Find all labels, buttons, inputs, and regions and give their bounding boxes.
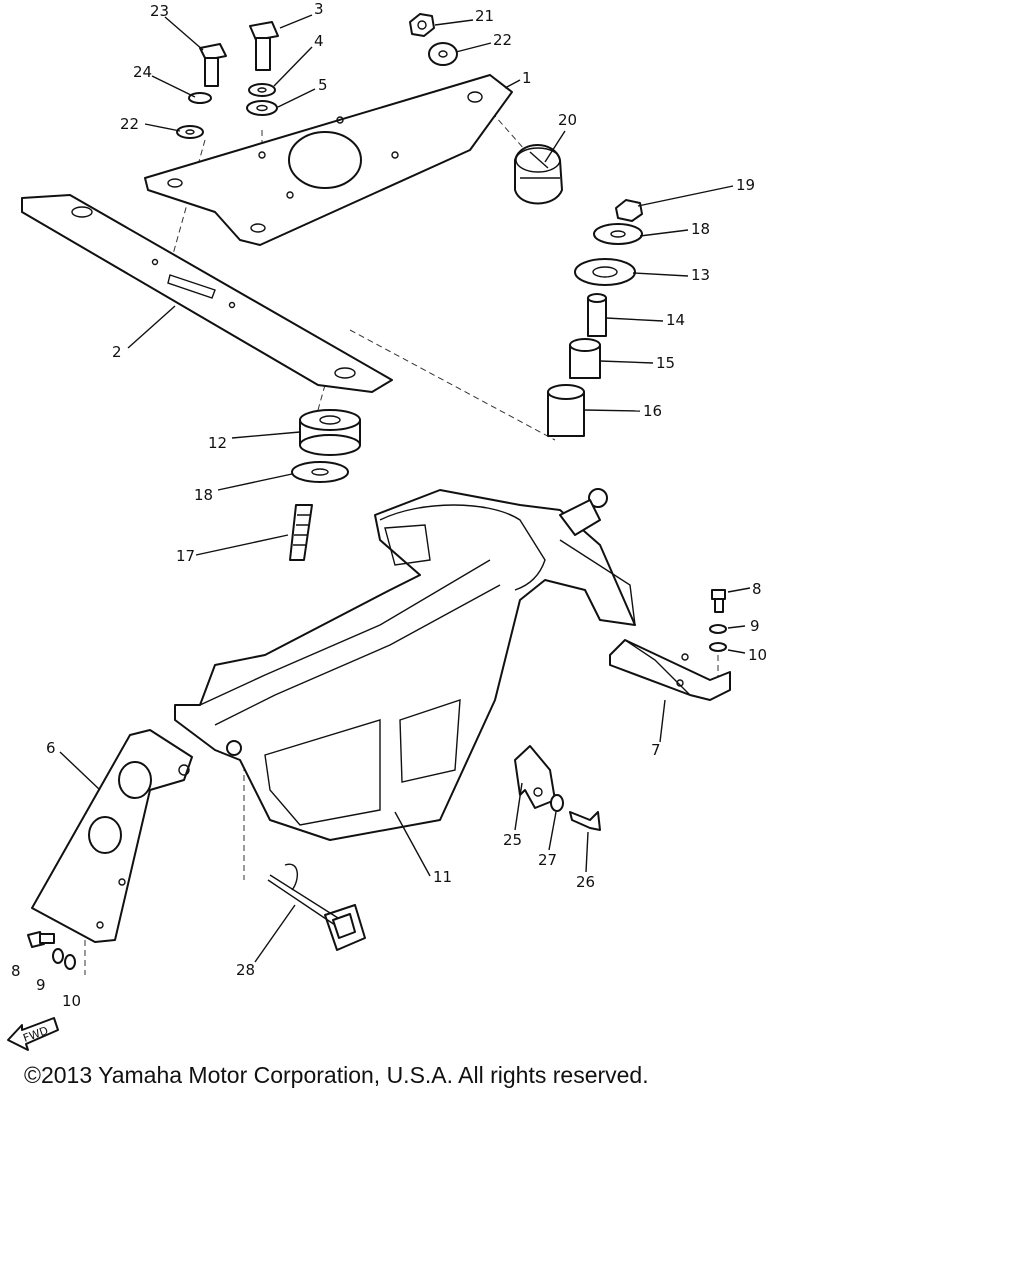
part-3-bolt — [249, 21, 279, 71]
part-14-sleeve — [587, 293, 607, 337]
part-11-seat-base — [174, 488, 636, 841]
label-14: 14 — [666, 311, 685, 329]
leader-lines — [59, 14, 751, 963]
part-18-washer-left — [291, 461, 349, 483]
label-8-left: 8 — [11, 962, 21, 980]
part-5-washer — [246, 100, 278, 116]
part-15-collar — [569, 338, 601, 379]
label-20: 20 — [558, 111, 577, 129]
copyright-notice: ©2013 Yamaha Motor Corporation, U.S.A. A… — [24, 1062, 649, 1088]
part-10-washer-right — [709, 642, 727, 652]
label-9-left: 9 — [36, 976, 46, 994]
part-22-washer-right — [428, 42, 458, 66]
label-10-left: 10 — [62, 992, 81, 1010]
label-17: 17 — [176, 547, 195, 565]
part-18-washer-right — [593, 223, 643, 245]
part-6-bracket — [31, 729, 193, 943]
label-2: 2 — [112, 343, 122, 361]
part-7-bracket — [609, 639, 731, 701]
label-15: 15 — [656, 354, 675, 372]
part-labels: 23 3 4 5 24 22 21 22 1 20 19 18 13 14 15… — [11, 0, 767, 1010]
part-28-latch — [267, 863, 366, 951]
part-21-nut — [409, 13, 435, 37]
part-25-clip — [514, 745, 556, 809]
label-13: 13 — [691, 266, 710, 284]
part-8-bolt-right — [711, 589, 726, 613]
label-9-right: 9 — [750, 617, 760, 635]
part-27-washer — [550, 794, 564, 812]
label-12: 12 — [208, 434, 227, 452]
label-23: 23 — [150, 2, 169, 20]
label-5: 5 — [318, 76, 328, 94]
label-27: 27 — [538, 851, 557, 869]
part-20-mount — [514, 144, 563, 205]
label-7: 7 — [651, 741, 661, 759]
part-22-washer-left — [176, 125, 204, 139]
label-1: 1 — [522, 69, 532, 87]
part-10-washer-left — [64, 954, 76, 970]
label-8-right: 8 — [752, 580, 762, 598]
part-26-bolt — [569, 811, 601, 831]
label-28: 28 — [236, 961, 255, 979]
label-25: 25 — [503, 831, 522, 849]
label-18-left: 18 — [194, 486, 213, 504]
label-22-left: 22 — [120, 115, 139, 133]
label-26: 26 — [576, 873, 595, 891]
fwd-arrow-icon: FWD — [7, 1017, 59, 1051]
part-13-washer — [574, 258, 636, 286]
label-11: 11 — [433, 868, 452, 886]
part-2-bracket — [21, 194, 393, 393]
part-23-bolt — [199, 43, 227, 87]
part-19-nut — [615, 199, 643, 222]
label-22-right: 22 — [493, 31, 512, 49]
parts-diagram: FWD 23 3 4 5 — [7, 0, 767, 1051]
fwd-label: FWD — [21, 1024, 50, 1045]
part-17-stud — [289, 504, 313, 561]
label-24: 24 — [133, 63, 152, 81]
label-4: 4 — [314, 32, 324, 50]
label-21: 21 — [475, 7, 494, 25]
label-18-right: 18 — [691, 220, 710, 238]
label-10-right: 10 — [748, 646, 767, 664]
part-9-washer-left — [52, 948, 64, 964]
part-12-cushion — [299, 409, 361, 456]
part-8-bolt-left — [27, 931, 55, 948]
label-3: 3 — [314, 0, 324, 18]
label-16: 16 — [643, 402, 662, 420]
label-6: 6 — [46, 739, 56, 757]
part-1-plate — [144, 74, 513, 246]
part-4-washer — [248, 83, 276, 97]
part-16-bushing — [547, 384, 585, 437]
part-9-washer-right — [709, 624, 727, 634]
label-19: 19 — [736, 176, 755, 194]
part-24-washer — [188, 92, 212, 104]
